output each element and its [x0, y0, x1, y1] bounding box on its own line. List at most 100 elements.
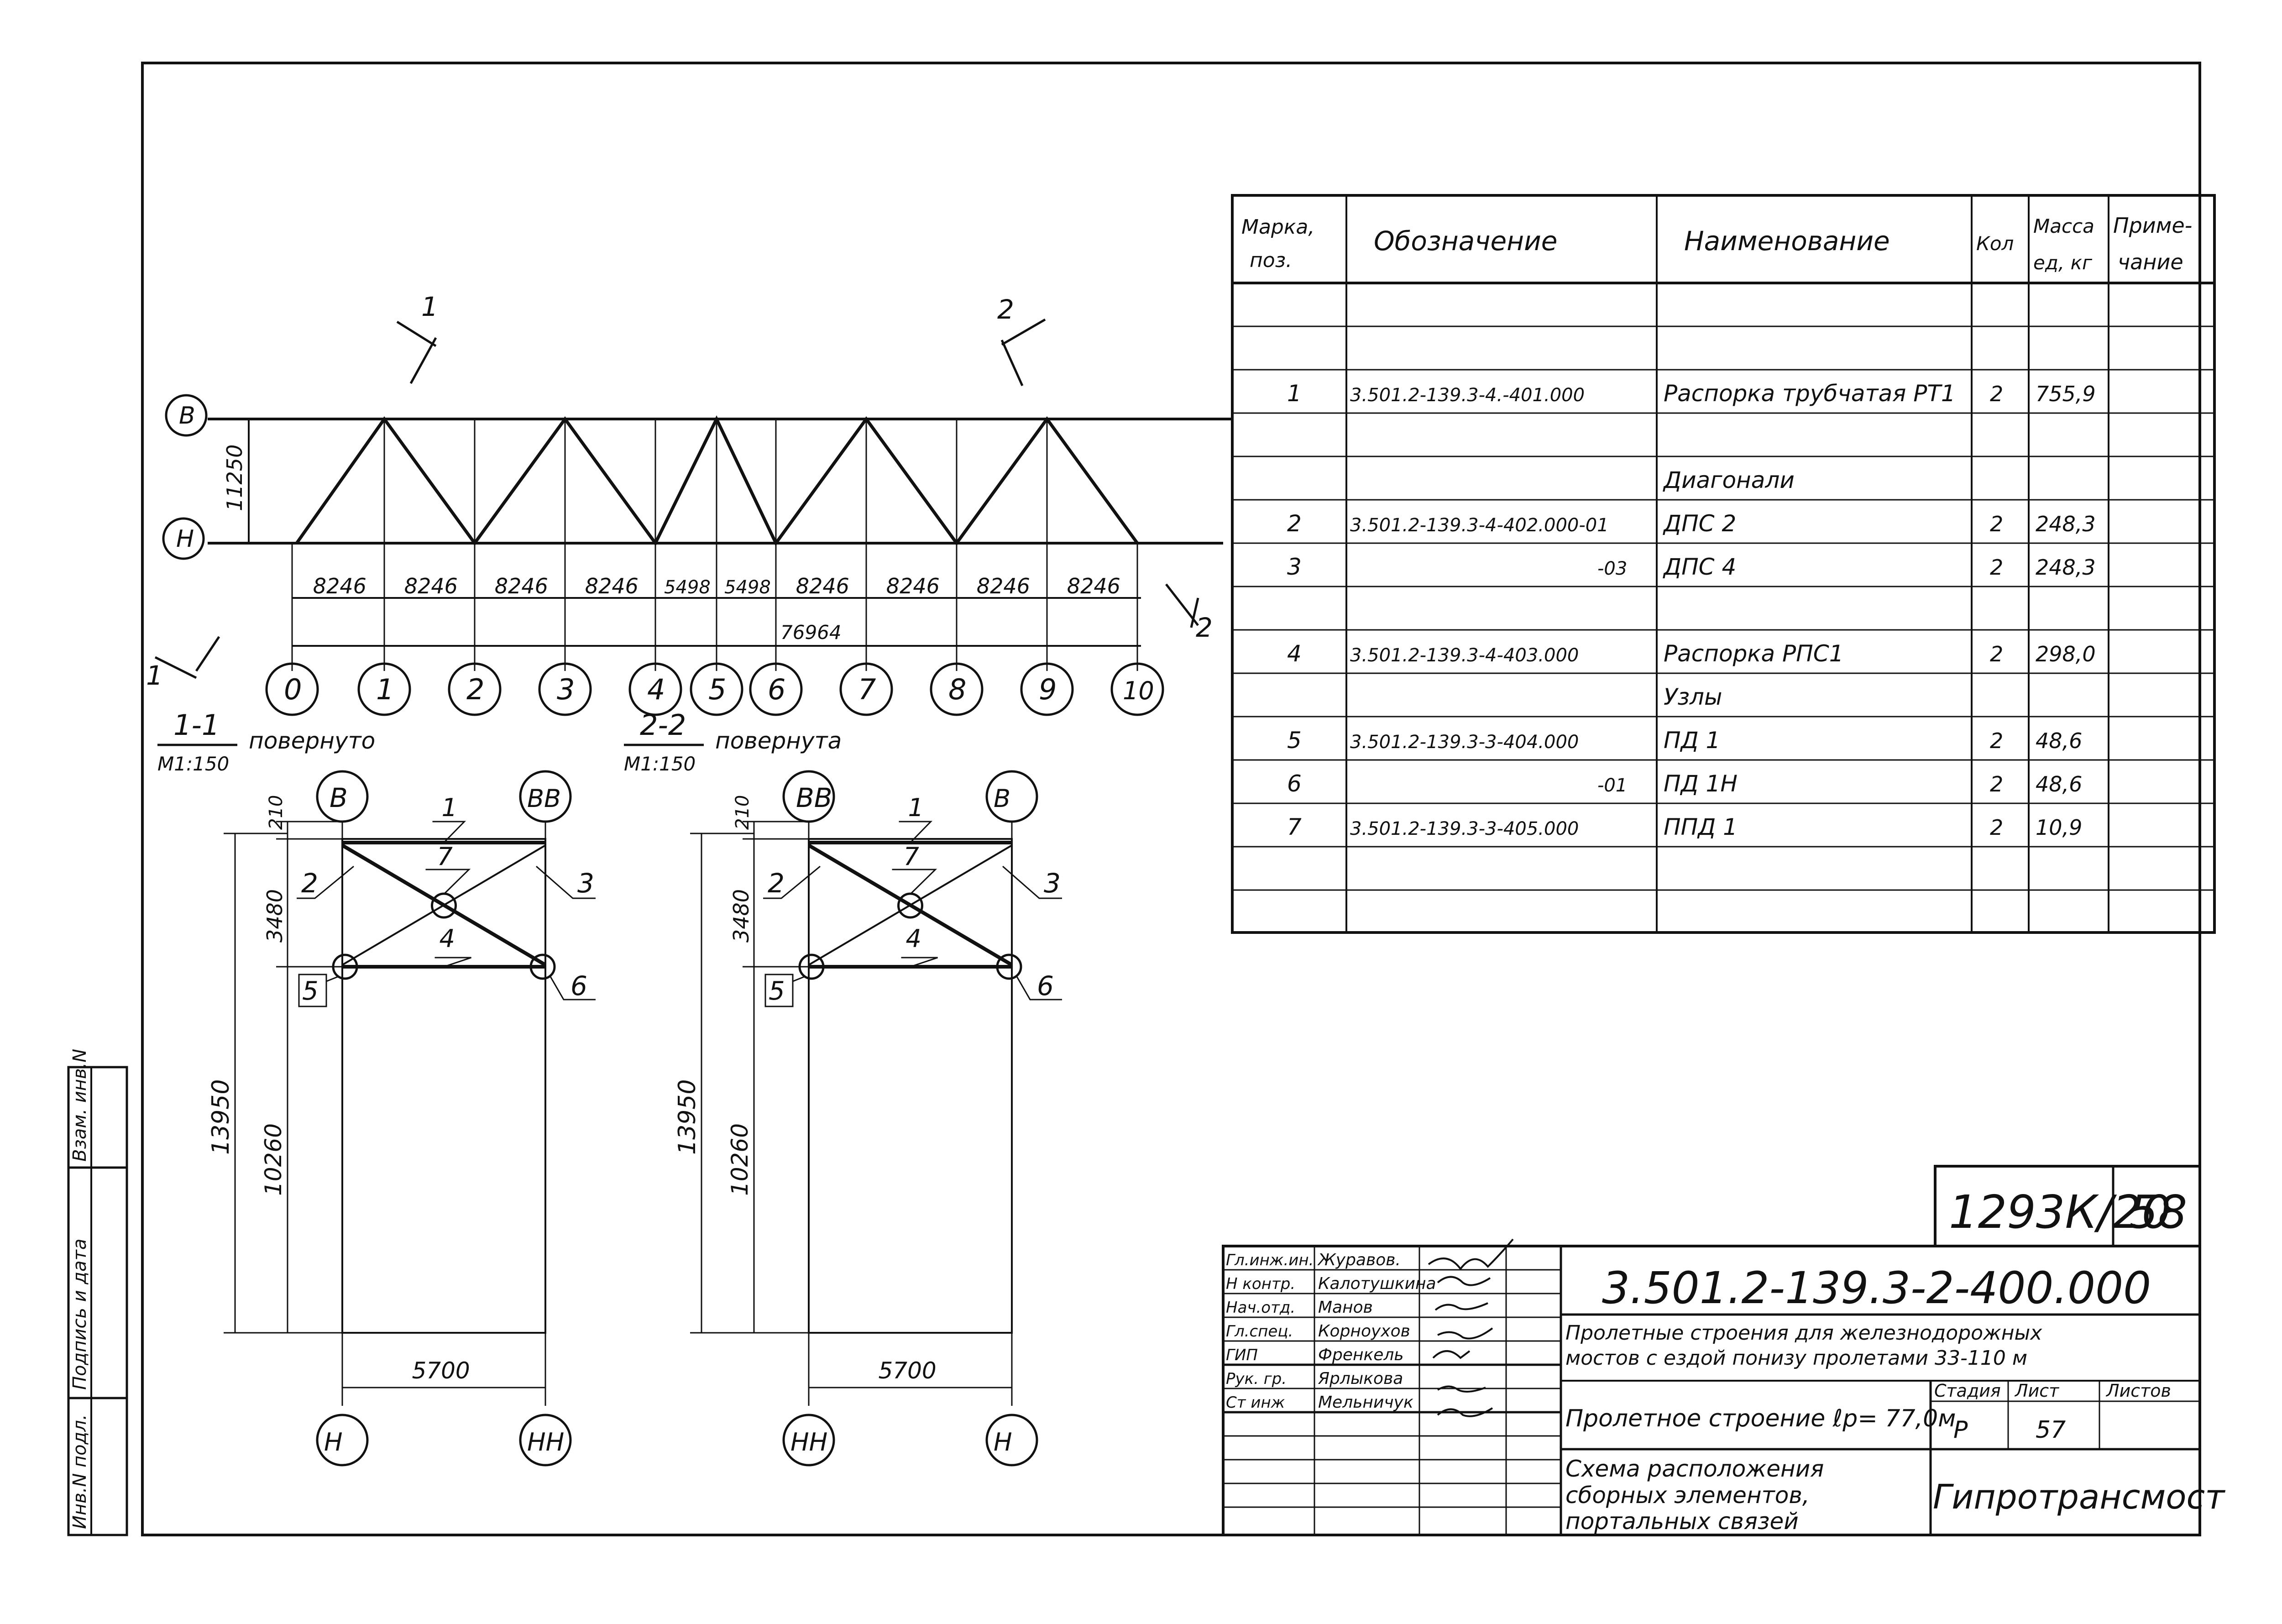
truss-total-dim: 76964 [780, 621, 842, 644]
sheet-value: 57 [2036, 1416, 2066, 1444]
bottom-chord-bubble [162, 517, 205, 560]
spec-header-note-2: чание [2118, 250, 2183, 274]
spec-row-name: ДПС 2 [1663, 510, 1736, 537]
spec-row-name: Диагонали [1663, 467, 1795, 493]
panel-dim-3: 8246 [585, 574, 639, 598]
organization: Гипротрансмост [1933, 1477, 2225, 1517]
sheet-header: Лист [2014, 1381, 2060, 1401]
section-cut-marks [154, 318, 1199, 679]
panel-dim-6: 8246 [796, 574, 849, 598]
spec-header-mass-1: Масса [2033, 215, 2094, 237]
truss-height-dim: 11250 [222, 445, 247, 511]
callout-5: 5 [769, 976, 785, 1006]
cut-1a-label: 1 [421, 291, 438, 322]
spec-header-mass-2: ед, кг [2033, 251, 2093, 274]
spec-table-columns [1345, 195, 2109, 932]
dim-5700: 5700 [412, 1357, 470, 1384]
section-title: 1-1 [173, 708, 220, 742]
node-bubble-6: 6 [749, 646, 803, 716]
signature-role: Гл.инж.ин. [1226, 1251, 1314, 1269]
panel-dim-2: 8246 [495, 574, 548, 598]
signature-name: Манов [1318, 1298, 1373, 1317]
panel-dim-8: 8246 [977, 574, 1030, 598]
sheet-frame [141, 62, 2201, 1536]
spec-row-name: Распорка РПС1 [1664, 640, 1844, 667]
signature-role: Гл.спец. [1226, 1322, 1293, 1341]
signature-role: Н контр. [1226, 1275, 1295, 1293]
dim-13950: 13950 [674, 1079, 701, 1155]
signature-name: Журавов. [1317, 1251, 1401, 1269]
node-label-10: 10 [1123, 676, 1154, 705]
spec-row-mark: 7 [1287, 814, 1302, 840]
dim-210: 210 [732, 795, 753, 830]
node-label-0: 0 [284, 673, 302, 706]
spec-row-mass: 248,3 [2036, 512, 2096, 536]
spec-row-designation: -01 [1597, 775, 1627, 796]
panel-dim-5: 5498 [724, 577, 771, 598]
spec-header-qty: Кол [1976, 232, 2014, 255]
spec-row-name: Распорка трубчатая РТ1 [1664, 380, 1956, 407]
node-bubble-3: 3 [538, 646, 592, 716]
signature-list: Гл.инж.ин.Журавов. Н контр.КалотушкинаНач… [1226, 1251, 1436, 1412]
margin-inv-original: Инв.N подл. [69, 1414, 90, 1529]
section-scale: М1:150 [157, 753, 229, 775]
signature-role: Ст инж [1226, 1393, 1285, 1412]
section-title: 2-2 [640, 708, 686, 742]
project-line-1: Пролетные строения для железнодорожных [1565, 1321, 2042, 1345]
cut-2b-label: 2 [1196, 612, 1213, 643]
node-label-7: 7 [858, 673, 876, 706]
signature-row: Н контр.Калотушкина [1226, 1274, 1436, 1293]
margin-sign-date: Подпись и дата [69, 1239, 90, 1390]
axis-top-left: В [330, 782, 348, 813]
spec-table-row-lines [1232, 325, 2214, 891]
node-bubble-1: 1 [357, 646, 411, 716]
dim-3480: 3480 [262, 889, 287, 943]
signature-row: Нач.отд.Манов [1226, 1298, 1373, 1317]
section-note: повернута [715, 728, 842, 754]
callout-4: 4 [440, 924, 455, 953]
spec-row-name: ДПС 4 [1663, 554, 1736, 580]
inventory-number: 1293К/20 [1949, 1185, 2171, 1239]
signature-role: ГИП [1226, 1346, 1258, 1364]
spec-row-designation: 3.501.2-139.3-3-405.000 [1350, 818, 1579, 839]
spec-row-name: ППД 1 [1664, 814, 1738, 840]
callout-1: 1 [442, 793, 457, 822]
spec-header-note-1: Приме- [2113, 213, 2192, 238]
axis-top-right: В [994, 784, 1010, 813]
signature-row: Гл.инж.ин.Журавов. [1226, 1251, 1401, 1269]
spec-row-designation: 3.501.2-139.3-4.-401.000 [1350, 385, 1585, 406]
spec-row-qty: 2 [1990, 772, 2003, 796]
spec-header-name: Наименование [1684, 225, 1890, 257]
cut-1b-label: 1 [146, 660, 163, 691]
callout-3: 3 [577, 868, 594, 899]
stage-value: Р [1953, 1416, 1968, 1444]
callout-6: 6 [570, 970, 587, 1001]
node-bubble-9: 9 [1020, 646, 1074, 716]
axis-bottom-right: НН [527, 1428, 564, 1456]
spec-row-name: Узлы [1664, 684, 1722, 710]
callout-7: 7 [904, 842, 919, 871]
signature-row-lines [1223, 1269, 1561, 1508]
spec-row-qty: 2 [1990, 642, 2003, 666]
node-label-1: 1 [376, 673, 394, 706]
spec-row-mark: 2 [1287, 510, 1302, 537]
node-label-2: 2 [466, 673, 484, 706]
node-bubble-10: 10 [1110, 646, 1164, 716]
page-number: 58 [2129, 1185, 2187, 1239]
spec-row-mass: 298,0 [2036, 642, 2096, 666]
spec-row: Узлы [1664, 684, 1722, 710]
spec-header-mark-2: поз. [1250, 249, 1292, 272]
node-bubble-4: 4 [628, 646, 682, 716]
